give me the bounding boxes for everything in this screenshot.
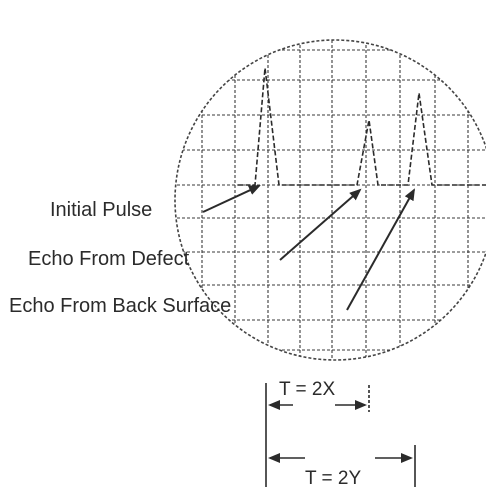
echo-back-label: Echo From Back Surface: [9, 295, 231, 317]
echo-defect-label: Echo From Defect: [28, 248, 190, 270]
timing-annotations: [265, 383, 416, 487]
initial-pulse-arrow: [202, 185, 261, 213]
screen-outline: [174, 39, 486, 361]
waveform-trace: [238, 67, 486, 186]
initial-pulse-label: Initial Pulse: [50, 199, 152, 221]
screen-grid: [175, 40, 486, 360]
t-back-label: T = 2Y: [305, 468, 361, 489]
echo-back-arrow: [346, 188, 415, 311]
pointer-arrows: [202, 185, 415, 311]
t-defect-label: T = 2X: [279, 379, 335, 400]
echo-defect-arrow: [279, 188, 362, 261]
oscilloscope-screen: [174, 39, 486, 361]
